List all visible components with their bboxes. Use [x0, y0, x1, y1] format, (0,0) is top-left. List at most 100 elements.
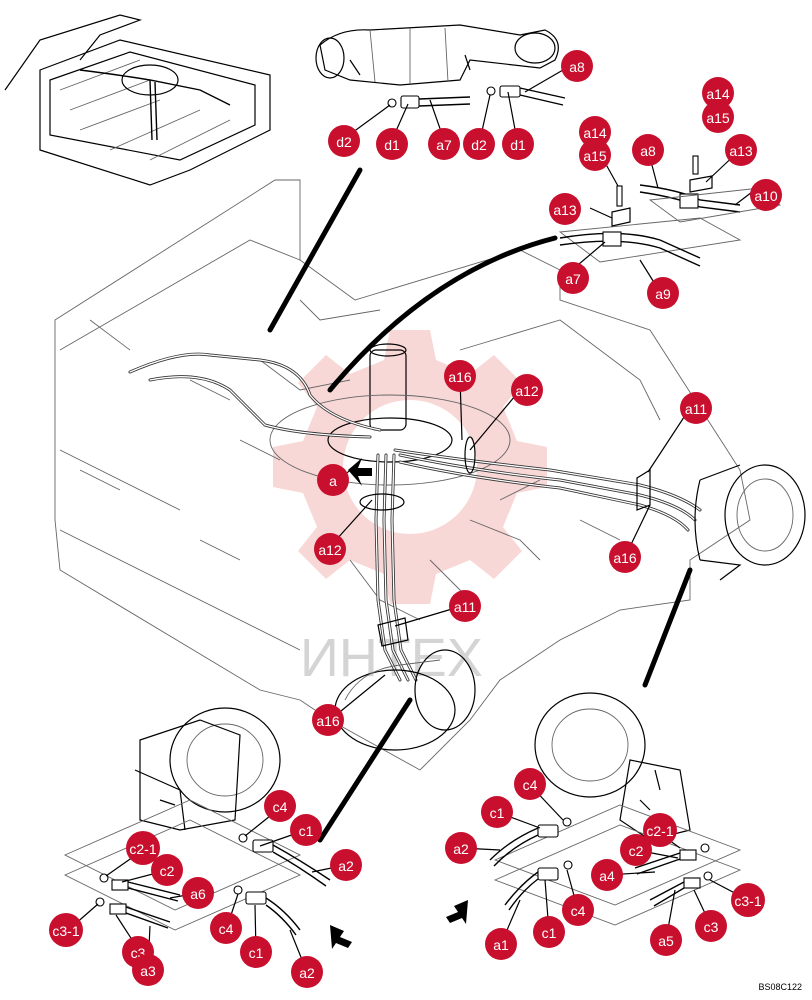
callout-label: a15 [583, 148, 607, 164]
callout-label: a16 [448, 369, 472, 385]
callout-a9: a9 [647, 277, 679, 309]
callout-marker [463, 128, 495, 160]
callout-label: c2-1 [646, 823, 673, 839]
callout-a13-r: a13 [725, 134, 757, 166]
callout-label: a2 [453, 841, 469, 857]
callout-marker [485, 928, 517, 960]
callout-a2-l1: a2 [330, 849, 362, 881]
callout-label: a16 [613, 550, 637, 566]
callout-c3-1-l: c3-1 [49, 913, 83, 947]
callout-marker [312, 704, 344, 736]
callout-marker [702, 101, 734, 133]
callout-a14-r: a14 [702, 77, 734, 109]
callout-marker [151, 854, 183, 886]
callout-a12-r: a12 [511, 374, 543, 406]
detail-leader-lines [267, 167, 693, 843]
callout-d1-l: d1 [376, 128, 408, 160]
callout-c3-1-r: c3-1 [731, 883, 765, 917]
callout-a16-b: a16 [312, 704, 344, 736]
callout-marker [445, 832, 477, 864]
swivel-joint [269, 343, 511, 486]
callout-marker [328, 125, 360, 157]
callout-label: a7 [436, 137, 452, 153]
travel-motor-right-main [694, 464, 806, 581]
callout-marker [533, 916, 565, 948]
callout-a1: a1 [485, 928, 517, 960]
direction-arrow-left [330, 925, 352, 949]
callout-marker [444, 360, 476, 392]
callout-label: d1 [384, 137, 400, 153]
callout-label: a4 [599, 868, 615, 884]
callout-label: a8 [640, 143, 656, 159]
callout-label: c4 [219, 921, 234, 937]
callout-c4-l2: c4 [210, 912, 242, 944]
callout-marker [514, 768, 546, 800]
callout-d1-r: d1 [502, 128, 534, 160]
callout-label: a13 [553, 202, 577, 218]
callout-label: c3-1 [734, 893, 761, 909]
callout-label: d2 [336, 134, 352, 150]
callout-marker [449, 590, 481, 622]
callout-d2-r: d2 [463, 128, 495, 160]
callout-c4-l: c4 [264, 790, 296, 822]
callout-a14-l: a14 [579, 116, 611, 148]
machine-overview-inset [4, 14, 271, 186]
callout-a7-mid: a7 [557, 262, 589, 294]
callout-a11-b: a11 [449, 590, 481, 622]
callout-label: d2 [471, 137, 487, 153]
callout-c2-1-r: c2-1 [643, 813, 677, 847]
callout-marker [695, 910, 727, 942]
top-fittings [387, 85, 566, 109]
callout-marker [702, 77, 734, 109]
callout-marker [750, 179, 782, 211]
callout-a16-r: a16 [609, 541, 641, 573]
travel-motor-detail-left [63, 707, 352, 949]
callout-a8-mid: a8 [632, 134, 664, 166]
callout-marker [557, 262, 589, 294]
callout-a8-top: a8 [561, 50, 593, 82]
callout-marker [210, 912, 242, 944]
clamp-detail [558, 155, 782, 267]
callout-label: a10 [754, 188, 778, 204]
callout-marker [481, 796, 513, 828]
callout-label: a12 [318, 542, 342, 558]
callout-a5: a5 [650, 924, 682, 956]
callout-label: a [329, 473, 337, 489]
callout-marker [511, 374, 543, 406]
callout-label: a2 [338, 858, 354, 874]
callout-marker [562, 894, 594, 926]
callout-a4: a4 [591, 859, 623, 891]
callout-marker [291, 956, 323, 988]
callout-label: a14 [706, 86, 730, 102]
callout-a15-l: a15 [579, 139, 611, 171]
callout-marker [549, 193, 581, 225]
callout-marker [680, 392, 712, 424]
callout-a3: a3 [132, 954, 164, 986]
callout-c2-l: c2 [151, 854, 183, 886]
callout-label: c1 [249, 945, 264, 961]
callout-label: c2 [629, 843, 644, 859]
callout-label: a9 [655, 286, 671, 302]
callout-label: a13 [729, 143, 753, 159]
callout-marker [579, 139, 611, 171]
callout-marker [647, 277, 679, 309]
callout-marker [376, 128, 408, 160]
callout-marker [731, 883, 765, 917]
main-hose-bundles [128, 352, 702, 682]
callout-marker [650, 924, 682, 956]
callout-label: a15 [706, 110, 730, 126]
callout-a6: a6 [182, 877, 214, 909]
view-arrow-a [348, 458, 372, 486]
callout-d2-l: d2 [328, 125, 360, 157]
callout-a11-r: a11 [680, 392, 712, 424]
boom-cylinder-assembly [315, 24, 559, 86]
callout-c1-r: c1 [481, 796, 513, 828]
direction-arrow-right [446, 900, 468, 924]
callout-marker [132, 954, 164, 986]
callout-a: a [317, 464, 349, 496]
callout-a2-l2: a2 [291, 956, 323, 988]
callout-label: a16 [316, 713, 340, 729]
callout-label: c1 [490, 805, 505, 821]
callout-c4-r: c4 [514, 768, 546, 800]
